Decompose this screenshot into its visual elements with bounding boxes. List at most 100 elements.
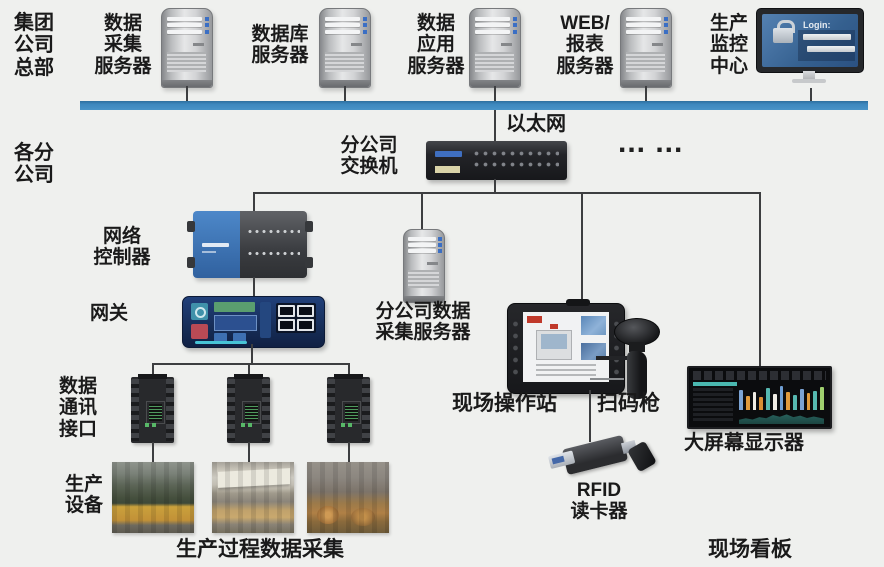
dashboard-bar xyxy=(779,386,784,410)
connector-line xyxy=(589,390,591,442)
connector-line xyxy=(645,86,647,103)
server-badge xyxy=(501,43,512,47)
plc-screen xyxy=(242,401,261,424)
lock-icon xyxy=(777,20,795,33)
screen-logo xyxy=(527,316,542,323)
equipment-photo-2 xyxy=(212,462,294,533)
rfid-reader-body xyxy=(547,434,638,476)
dashboard-title-bar xyxy=(693,382,737,386)
gateway-divider xyxy=(260,302,271,338)
server-slot xyxy=(474,16,510,21)
server-vents xyxy=(408,269,440,289)
server-slot xyxy=(166,30,202,35)
server-led xyxy=(205,23,209,28)
server-badge xyxy=(193,43,204,47)
connector-line xyxy=(251,344,253,364)
scanner-label: 扫码枪 xyxy=(597,392,660,415)
ethernet-label: 以太网 xyxy=(506,113,566,135)
mounting-tab xyxy=(187,257,195,268)
dashboard-bar xyxy=(739,390,743,410)
data-interface-icon xyxy=(131,374,174,443)
photo-coil xyxy=(351,508,375,526)
ellipsis-more-branches: ... ... xyxy=(618,126,684,159)
gateway-indicator xyxy=(191,303,208,320)
dashboard-bar xyxy=(793,395,797,410)
plc-screen xyxy=(342,401,361,424)
connector-line xyxy=(581,192,583,306)
ethernet-port xyxy=(297,319,314,331)
dashboard-bar xyxy=(806,393,811,410)
lock-icon xyxy=(773,28,793,43)
plc-led xyxy=(341,423,345,427)
gateway-display xyxy=(214,315,257,331)
server-slot xyxy=(474,23,510,28)
connector-line xyxy=(248,363,250,379)
ethernet-backbone-bar xyxy=(80,101,868,110)
server-base xyxy=(162,79,212,87)
server-led xyxy=(664,23,668,28)
screen-thumbnail xyxy=(581,343,606,360)
branch-server-icon xyxy=(403,229,445,303)
server-vents xyxy=(475,51,514,73)
login-field xyxy=(803,34,851,40)
operator-station-label: 现场操作站 xyxy=(452,392,557,415)
screen-text-lines xyxy=(536,364,596,376)
data-interface-icon xyxy=(327,374,370,443)
server-slot xyxy=(625,16,661,21)
plc-led xyxy=(348,423,352,427)
password-field xyxy=(807,46,855,52)
photo-texture xyxy=(212,462,294,533)
server-led xyxy=(664,16,668,21)
connector-line xyxy=(421,192,423,230)
equipment-label: 生产 设备 xyxy=(64,474,103,517)
data-app-server-label: 数据 应用 服务器 xyxy=(407,13,465,77)
screen-element xyxy=(550,324,558,329)
gateway-ethernet-ports xyxy=(276,303,316,333)
connector-line xyxy=(348,442,350,464)
monitor-frame: Login: xyxy=(756,8,864,73)
controller-front-panel xyxy=(193,211,240,278)
branch-section-label: 各分 公司 xyxy=(14,142,54,187)
server-led xyxy=(437,249,442,254)
data-collection-server-icon xyxy=(161,8,213,88)
connector-line xyxy=(253,277,255,297)
dashboard-bar xyxy=(752,392,757,410)
branch-switch-label: 分公司 交换机 xyxy=(340,135,398,178)
server-base xyxy=(470,79,520,87)
dashboard-header-blocks xyxy=(693,371,826,380)
switch-ports xyxy=(474,151,559,172)
server-slot xyxy=(324,30,360,35)
server-led xyxy=(363,30,367,35)
connector-line xyxy=(253,192,761,194)
dashboard-bar xyxy=(745,396,750,410)
monitor-base xyxy=(792,79,826,83)
photo-texture xyxy=(307,462,389,533)
scanner-neck xyxy=(629,342,645,352)
server-vents xyxy=(167,51,206,73)
network-controller-icon xyxy=(187,211,313,278)
server-led xyxy=(437,237,442,242)
scanner-bracket xyxy=(590,378,624,380)
tablet-camera xyxy=(566,299,590,306)
server-led xyxy=(205,16,209,21)
database-server-icon xyxy=(319,8,371,88)
web-report-server-label: WEB/ 报表 服务器 xyxy=(556,13,614,77)
data-collection-server-label: 数据 采集 服务器 xyxy=(94,13,152,77)
gateway-label: 网关 xyxy=(90,303,129,324)
rfid-card xyxy=(547,450,576,470)
connector-line xyxy=(494,86,496,103)
monitor-stand xyxy=(803,71,815,79)
gateway-status-bar xyxy=(214,302,255,312)
dashboard-bar xyxy=(759,397,764,410)
connector-line xyxy=(186,86,188,103)
controller-logo xyxy=(202,251,216,253)
connector-line xyxy=(253,192,255,212)
data-interface-icon xyxy=(227,374,270,443)
server-slot xyxy=(407,249,436,254)
kanban-caption: 现场看板 xyxy=(708,538,792,561)
dashboard-bar xyxy=(766,388,770,410)
server-slot xyxy=(625,23,661,28)
server-led xyxy=(437,243,442,248)
plc-led xyxy=(248,423,252,427)
